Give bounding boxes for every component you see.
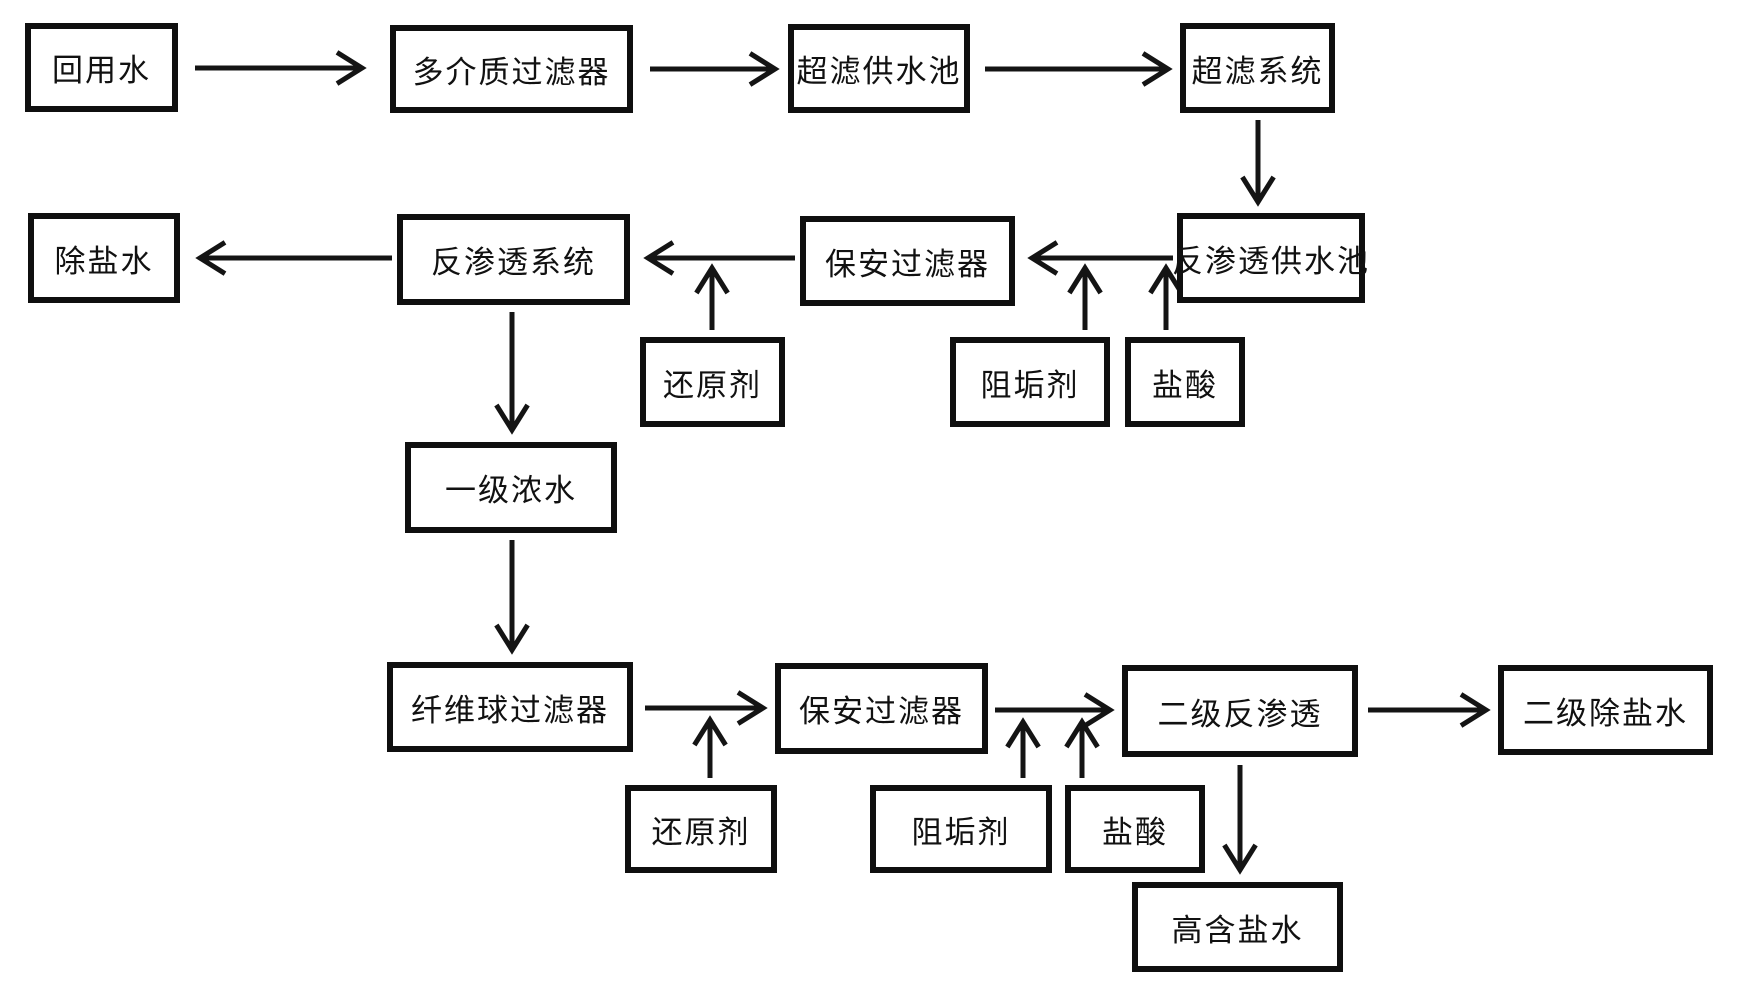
node-hydrochloric-acid-1: 盐酸 xyxy=(1125,337,1245,427)
node-security-filter-1: 保安过滤器 xyxy=(800,216,1015,306)
node-multimedia-filter: 多介质过滤器 xyxy=(390,25,633,113)
node-antiscalant-2: 阻垢剂 xyxy=(870,785,1052,873)
node-high-salinity-water: 高含盐水 xyxy=(1132,882,1343,972)
node-antiscalant-1: 阻垢剂 xyxy=(950,337,1110,427)
node-security-filter-2: 保安过滤器 xyxy=(775,663,988,754)
node-second-stage-ro: 二级反渗透 xyxy=(1122,665,1358,757)
node-reducing-agent-1: 还原剂 xyxy=(640,337,785,427)
node-uf-feed-tank: 超滤供水池 xyxy=(788,24,970,113)
node-first-stage-concentrate: 一级浓水 xyxy=(405,442,617,533)
node-reducing-agent-2: 还原剂 xyxy=(625,785,777,873)
node-ro-system: 反渗透系统 xyxy=(397,214,630,305)
node-fiber-ball-filter: 纤维球过滤器 xyxy=(387,662,633,752)
node-uf-system: 超滤系统 xyxy=(1180,23,1335,113)
node-hydrochloric-acid-2: 盐酸 xyxy=(1065,785,1205,873)
node-reuse-water: 回用水 xyxy=(25,23,178,112)
node-desalted-water: 除盐水 xyxy=(28,213,180,303)
node-second-stage-desalted-water: 二级除盐水 xyxy=(1498,665,1713,755)
node-ro-feed-tank: 反渗透供水池 xyxy=(1172,213,1368,303)
